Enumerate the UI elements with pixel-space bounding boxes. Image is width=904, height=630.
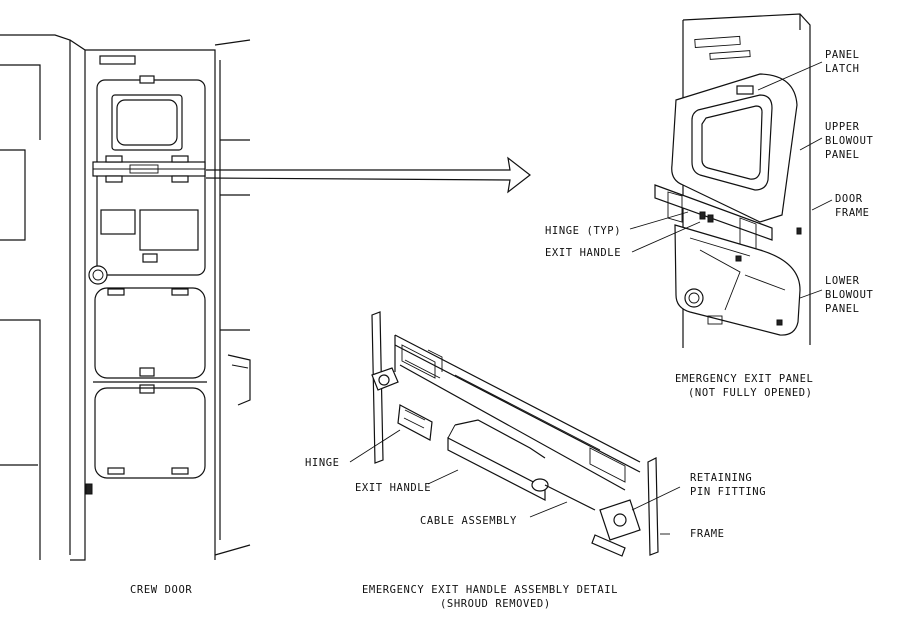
label-hinge: HINGE: [305, 457, 340, 469]
label-cable-assembly: CABLE ASSEMBLY: [420, 515, 517, 527]
label-lower-blowout-line2: BLOWOUT: [825, 289, 874, 301]
label-panel-latch-line1: PANEL: [825, 49, 860, 61]
caption-detail-line1: EMERGENCY EXIT HANDLE ASSEMBLY DETAIL: [362, 584, 618, 596]
label-retaining-line2: PIN FITTING: [690, 486, 766, 498]
label-lower-blowout-line3: PANEL: [825, 303, 860, 315]
label-door-frame-line1: DOOR: [835, 193, 863, 205]
caption-crew-door: CREW DOOR: [130, 584, 192, 596]
label-frame: FRAME: [690, 528, 725, 540]
label-lower-blowout-line1: LOWER: [825, 275, 860, 287]
label-retaining-line1: RETAINING: [690, 472, 752, 484]
handle-assembly-drawing: [371, 311, 659, 557]
detail-leaders: [349, 429, 681, 535]
caption-exit-panel-line1: EMERGENCY EXIT PANEL: [675, 373, 813, 385]
label-panel-latch-line2: LATCH: [825, 63, 860, 75]
label-door-frame-line2: FRAME: [835, 207, 870, 219]
crew-door-drawing: [0, 34, 251, 561]
exit-panel-drawing: [654, 13, 811, 348]
callout-arrow: [205, 156, 531, 194]
label-exit-handle-detail: EXIT HANDLE: [355, 482, 431, 494]
caption-detail-line2: (SHROUD REMOVED): [440, 598, 551, 610]
caption-exit-panel-line2: (NOT FULLY OPENED): [688, 387, 813, 399]
label-exit-handle-top: EXIT HANDLE: [545, 247, 621, 259]
label-upper-blowout-line3: PANEL: [825, 149, 860, 161]
label-upper-blowout-line1: UPPER: [825, 121, 860, 133]
label-hinge-typ: HINGE (TYP): [545, 225, 621, 237]
exit-panel-leaders: [629, 61, 833, 299]
label-upper-blowout-line2: BLOWOUT: [825, 135, 874, 147]
